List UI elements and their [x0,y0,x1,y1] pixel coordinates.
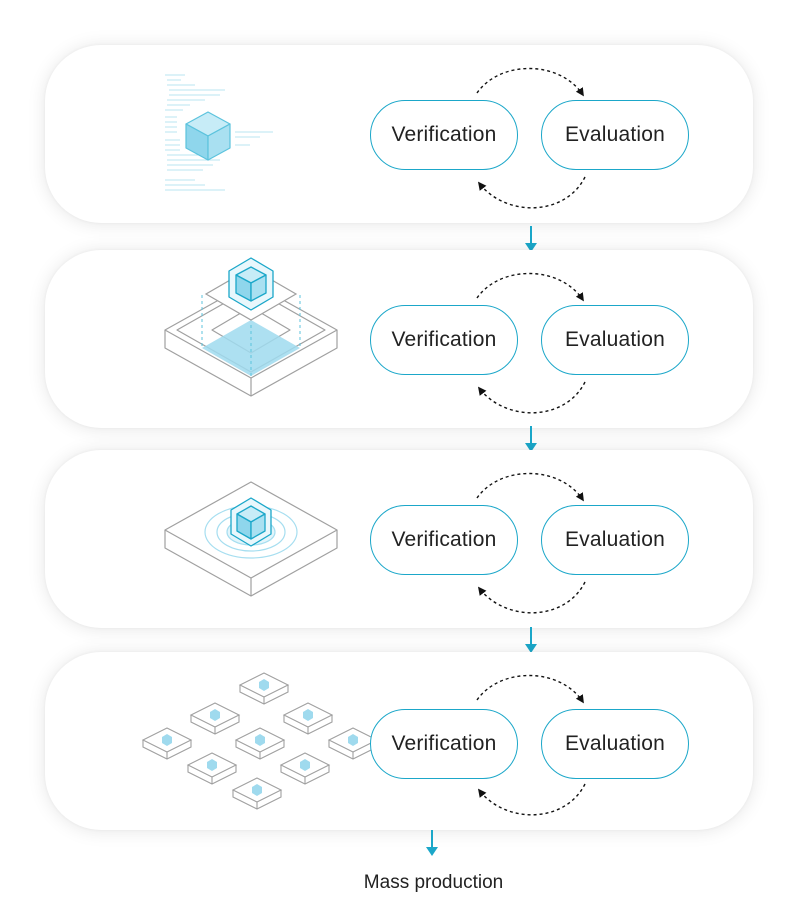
stage-1-panel: Verification Evaluation [45,45,753,223]
stage-2-panel: Verification Evaluation [45,250,753,428]
verification-node: Verification [370,100,518,170]
module-tile-icon [186,752,238,785]
base-target-cube-icon [164,481,338,597]
module-tile-icon [279,752,331,785]
verify-evaluate-cycle-arrows [476,67,586,209]
module-tile-icon [282,702,334,735]
module-tile-icon [234,727,286,760]
stage-4-panel: Verification Evaluation [45,652,753,830]
platform-cube-icon [164,257,338,397]
module-tile-icon [238,672,290,705]
module-tile-icon [327,727,379,760]
mass-production-label: Mass production [363,872,504,893]
verify-evaluate-cycle-arrows [476,272,586,414]
evaluation-node: Evaluation [541,100,689,170]
flow-arrow-down [525,226,537,252]
verification-node: Verification [370,709,518,779]
module-tile-icon [231,777,283,810]
code-cube-icon [165,74,273,191]
flow-arrow-down [426,830,438,856]
verification-node: Verification [370,305,518,375]
module-tile-icon [141,727,193,760]
flow-arrow-down [525,426,537,452]
stage-3-panel: Verification Evaluation [45,450,753,628]
flow-arrow-down [525,627,537,653]
multiple-modules-icon [141,672,379,810]
verify-evaluate-cycle-arrows [476,674,586,816]
module-tile-icon [189,702,241,735]
evaluation-node: Evaluation [541,505,689,575]
evaluation-node: Evaluation [541,709,689,779]
verification-node: Verification [370,505,518,575]
verify-evaluate-cycle-arrows [476,472,586,614]
evaluation-node: Evaluation [541,305,689,375]
